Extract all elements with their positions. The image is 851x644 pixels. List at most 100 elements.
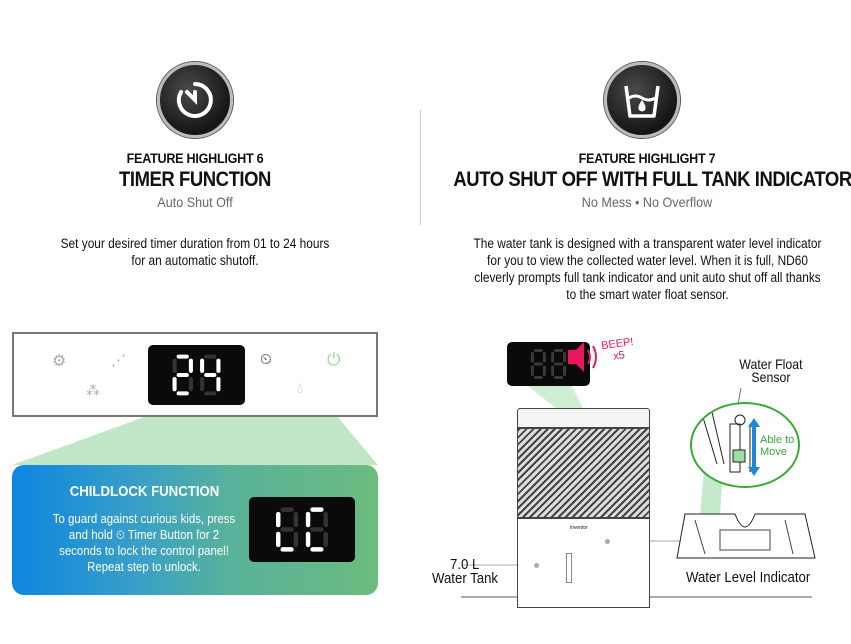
- childlock-card: CHILDLOCK FUNCTION To guard against curi…: [12, 465, 378, 595]
- able-line: Able to: [760, 434, 795, 446]
- float-label-line: Sensor: [751, 369, 791, 385]
- speaker-icon: [568, 342, 597, 372]
- digit-segment: [310, 507, 324, 512]
- water-tank: inventor: [517, 518, 650, 608]
- digit-segment: [563, 352, 567, 363]
- up-down-arrow-icon: [748, 418, 760, 476]
- brand-logo: inventor: [570, 525, 588, 531]
- level-window: [566, 553, 572, 583]
- control-panel: ⚙ ⋰ ⁂ ⏲ ⏻ 💧︎: [12, 332, 378, 417]
- indicator-label: Water Level Indicator: [686, 569, 811, 586]
- circulation-icon[interactable]: ⁂: [86, 382, 100, 398]
- able-to-move-label: Able to Move: [760, 434, 794, 458]
- childlock-line: seconds to lock the control panel!: [59, 543, 229, 558]
- digit-segment: [176, 354, 189, 359]
- digit-segment: [172, 377, 177, 392]
- feature7-title: AUTO SHUT OFF WITH FULL TANK INDICATOR: [453, 168, 851, 191]
- top-panel: [517, 408, 650, 428]
- tank-capacity: 7.0 L: [450, 556, 480, 573]
- digit-segment: [323, 531, 328, 548]
- water-drop-icon[interactable]: 💧︎: [297, 380, 304, 397]
- digit-segment: [551, 352, 555, 363]
- childlock-text: To guard against curious kids, press and…: [44, 511, 245, 575]
- digit-segment: [323, 511, 328, 528]
- feature7-kicker: FEATURE HIGHLIGHT 7: [578, 150, 716, 166]
- digit-segment: [172, 358, 177, 373]
- feature6-subtitle: Auto Shut Off: [157, 194, 233, 210]
- digit-segment: [530, 352, 534, 363]
- childlock-line: and hold: [68, 527, 113, 542]
- digit-segment: [280, 507, 294, 512]
- digit-segment: [293, 511, 299, 528]
- digit-segment: [276, 531, 281, 548]
- indicator-dot: [605, 539, 610, 544]
- desc-line: for an automatic shutoff.: [131, 253, 259, 268]
- desc-line: Set your desired timer duration from 01 …: [60, 236, 330, 251]
- digit-segment: [280, 527, 294, 532]
- childlock-line: Timer Button for 2: [127, 527, 220, 542]
- digit-segment: [551, 365, 555, 376]
- feature6-description: Set your desired timer duration from 01 …: [23, 235, 366, 269]
- digit-segment: [200, 377, 205, 392]
- desc-line: to the smart water float sensor.: [566, 287, 729, 302]
- tank-label: Water Tank: [432, 570, 499, 587]
- able-line: Move: [760, 446, 787, 458]
- air-grille: [517, 428, 650, 518]
- feature6-title: TIMER FUNCTION: [119, 168, 271, 191]
- digit-segment: [554, 375, 564, 379]
- timer-feature-icon: [157, 62, 233, 138]
- digit-segment: [542, 365, 546, 376]
- digit-segment: [305, 511, 311, 528]
- digit-segment: [204, 391, 217, 396]
- digit-segment: [554, 362, 564, 366]
- fan-speed-icon[interactable]: ⋰: [111, 352, 126, 369]
- digit-segment: [293, 531, 299, 548]
- feature6-kicker: FEATURE HIGHLIGHT 6: [126, 150, 264, 166]
- desc-line: for you to view the collected water leve…: [487, 253, 808, 268]
- float-sensor-closeup: Able to Move: [690, 402, 800, 488]
- digit-segment: [533, 349, 543, 353]
- feature7-description: The water tank is designed with a transp…: [447, 235, 847, 303]
- digit-segment: [554, 349, 564, 353]
- float-sensor-label: Water Float Sensor: [739, 356, 803, 385]
- digit-segment: [533, 375, 543, 379]
- digit-segment: [188, 377, 193, 392]
- childlock-display: [249, 497, 355, 562]
- timer-button-icon[interactable]: ⏲: [260, 351, 272, 368]
- childlock-line: To guard against curious kids, press: [52, 511, 236, 526]
- digit-segment: [530, 365, 534, 376]
- desc-line: The water tank is designed with a transp…: [473, 236, 822, 251]
- childlock-title: CHILDLOCK FUNCTION: [69, 483, 220, 500]
- dehumidifier-illustration: inventor: [517, 408, 650, 608]
- digit-segment: [216, 358, 221, 373]
- float-sensor-drawing: [701, 411, 751, 473]
- digit-segment: [176, 391, 189, 396]
- digit-segment: [305, 531, 311, 548]
- digit-segment: [200, 358, 205, 373]
- digit-segment: [563, 365, 567, 376]
- feature7-subtitle: No Mess • No Overflow: [581, 194, 713, 210]
- timer-icon: ⏲: [116, 527, 125, 542]
- gear-icon[interactable]: ⚙: [52, 353, 67, 370]
- panel-display: [148, 345, 245, 405]
- digit-segment: [310, 527, 324, 532]
- divider: [420, 110, 421, 225]
- water-tank-icon: [624, 85, 660, 118]
- digit-segment: [204, 372, 217, 378]
- timer-icon: [176, 82, 213, 118]
- water-level-indicator-drawing: [676, 513, 816, 559]
- tank-feature-icon: [604, 62, 680, 138]
- digit-segment: [216, 377, 221, 392]
- float-label-line: Water Float: [739, 356, 803, 372]
- childlock-line: Repeat step to unlock.: [87, 559, 201, 574]
- digit-segment: [204, 354, 217, 359]
- digit-segment: [188, 358, 193, 373]
- digit-segment: [276, 511, 281, 528]
- desc-line: cleverly prompts full tank indicator and…: [474, 270, 821, 285]
- digit-segment: [280, 547, 294, 552]
- digit-segment: [542, 352, 546, 363]
- digit-segment: [533, 362, 543, 366]
- power-icon[interactable]: ⏻: [327, 350, 341, 369]
- beep-text: BEEP! x5: [600, 336, 635, 364]
- digit-segment: [310, 547, 324, 552]
